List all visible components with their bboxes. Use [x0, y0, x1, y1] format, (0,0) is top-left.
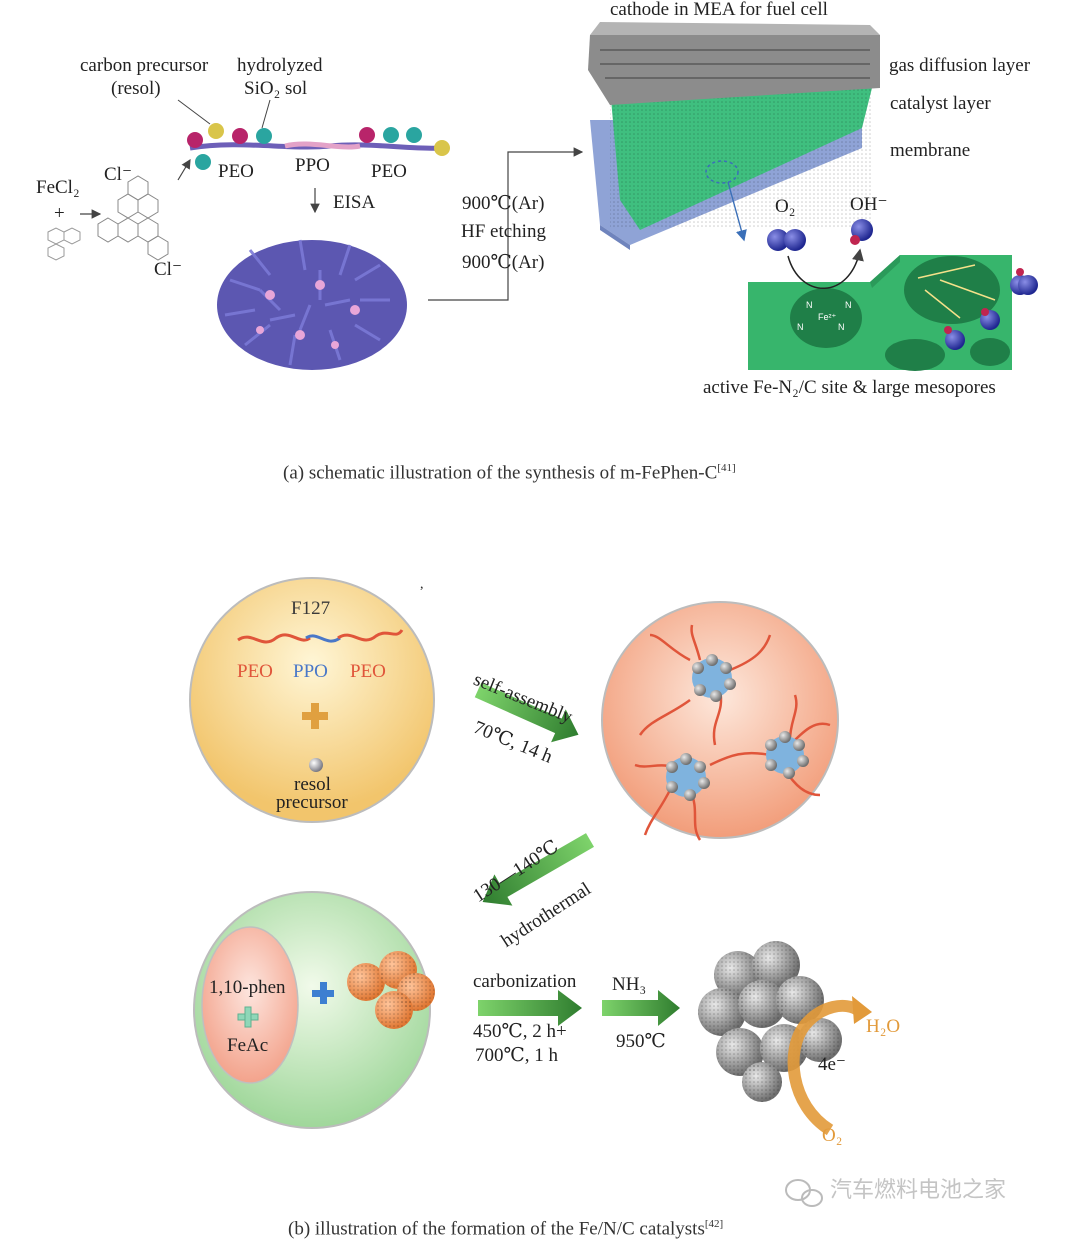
caption-b-ref: [42] — [705, 1218, 723, 1230]
fecl2-label: FeCl₂ — [36, 178, 80, 197]
resol-sphere — [232, 128, 248, 144]
caption-a-ref: [41] — [717, 462, 735, 474]
caption-a: (a) schematic illustration of the synthe… — [283, 463, 736, 482]
plus-label: + — [54, 204, 65, 223]
catalyst-cluster — [698, 941, 842, 1102]
ppo-label: PPO — [295, 156, 330, 175]
svg-text:N: N — [838, 322, 845, 332]
resol-sphere — [187, 132, 203, 148]
ppo-segment — [285, 144, 360, 147]
fe-phen-complex — [98, 176, 168, 260]
hydrolyzed-label: hydrolyzed — [237, 56, 322, 75]
gas-diffusion-label: gas diffusion layer — [889, 56, 1030, 75]
arrow — [178, 160, 190, 180]
precursor-b-label: precursor — [276, 793, 348, 812]
catalyst-layer-label: catalyst layer — [890, 94, 991, 113]
svg-text:Fe²⁺: Fe²⁺ — [818, 312, 837, 322]
phenanthroline-molecule — [48, 228, 80, 260]
carbon-precursor-label: carbon precursor — [80, 56, 208, 75]
step1-label: 900℃(Ar) — [462, 194, 544, 213]
active-site-label: active Fe-N₂/C site & large mesopores — [703, 378, 996, 397]
svg-text:N: N — [845, 300, 852, 310]
phen-feac-ellipse — [202, 927, 298, 1083]
silica-sphere — [195, 154, 211, 170]
watermark: 汽车燃料电池之家 — [830, 1180, 1006, 1202]
svg-text:N: N — [797, 322, 804, 332]
h2o-label: H₂O — [866, 1017, 900, 1036]
peo-left-label: PEO — [218, 162, 254, 181]
stray-mark: , — [420, 578, 424, 592]
peo-right-b-label: PEO — [350, 662, 386, 681]
resol-label: (resol) — [111, 79, 161, 98]
silica-sphere — [434, 140, 450, 156]
carbonization-label: carbonization — [473, 972, 576, 991]
four-electron-label: 4e⁻ — [818, 1055, 846, 1074]
oh-label: OH⁻ — [850, 195, 887, 214]
silica-sphere — [208, 123, 224, 139]
membrane-label: membrane — [890, 141, 970, 160]
nh3-label: NH₃ — [612, 975, 646, 994]
silica-sphere — [406, 127, 422, 143]
o2-b-label: O₂ — [822, 1126, 842, 1145]
nh3-arrow — [602, 990, 680, 1026]
peo-right-label: PEO — [371, 162, 407, 181]
cathode-label: cathode in MEA for fuel cell — [610, 0, 828, 19]
step2-label: HF etching — [461, 222, 546, 241]
mea-stack — [588, 22, 880, 250]
resol-sphere — [359, 127, 375, 143]
resol-sphere — [309, 758, 323, 772]
nh3-temp-label: 950℃ — [616, 1032, 666, 1051]
caption-a-text: (a) schematic illustration of the synthe… — [283, 462, 717, 483]
caption-b: (b) illustration of the formation of the… — [288, 1219, 723, 1238]
cl-bottom-label: Cl⁻ — [154, 260, 182, 279]
step3-label: 900℃(Ar) — [462, 253, 544, 272]
phen-label: 1,10-phen — [209, 978, 286, 997]
carbonization-condition-2: 700℃, 1 h — [475, 1046, 558, 1065]
peo-left-b-label: PEO — [237, 662, 273, 681]
ppo-b-label: PPO — [293, 662, 328, 681]
h-sphere — [850, 235, 860, 245]
svg-text:N: N — [806, 300, 813, 310]
pointer-line — [262, 100, 270, 128]
active-site-block — [748, 255, 1012, 371]
wechat-icon — [786, 1180, 822, 1206]
o2-label: O₂ — [775, 197, 795, 216]
f127-label: F127 — [291, 599, 330, 618]
sio2-label: SiO₂ sol — [244, 79, 307, 98]
pointer-line — [178, 100, 210, 124]
mesostructure-blob — [217, 240, 407, 370]
silica-sphere — [256, 128, 272, 144]
feac-label: FeAc — [227, 1036, 268, 1055]
micelle-circle — [602, 602, 838, 838]
cl-top-label: Cl⁻ — [104, 165, 132, 184]
eisa-label: EISA — [333, 193, 375, 212]
caption-b-text: (b) illustration of the formation of the… — [288, 1218, 705, 1239]
carbonization-condition-1: 450℃, 2 h+ — [473, 1022, 567, 1041]
o2-sphere — [784, 229, 806, 251]
silica-sphere — [383, 127, 399, 143]
